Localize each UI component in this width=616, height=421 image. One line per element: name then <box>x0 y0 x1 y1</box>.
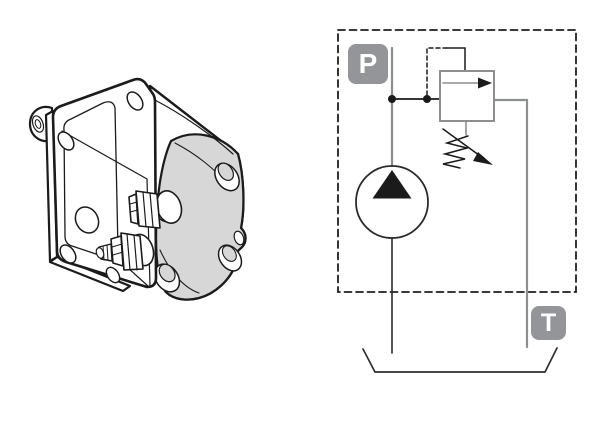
flange-hole-bottom-left <box>59 244 77 264</box>
pilot-line-dashed <box>426 47 447 96</box>
assembly-boundary <box>337 29 577 293</box>
pump-symbol-triangle <box>372 170 412 199</box>
cover-boss-bottom-right <box>217 244 243 272</box>
pilot-line-solid <box>445 47 466 72</box>
flange-side-bottom <box>48 255 132 293</box>
flange-hole-top <box>126 91 144 111</box>
body-top-contour <box>152 98 234 155</box>
port-t-badge: T <box>531 306 566 340</box>
junction-dot-main <box>388 95 396 103</box>
cover-boss-bottom-left <box>153 263 181 293</box>
port-plug-fitting <box>128 190 183 229</box>
spring-adjust-arrowhead <box>473 152 493 165</box>
cover-boss-top-right <box>214 162 240 192</box>
port-p-badge: P <box>348 44 388 84</box>
port-t-label: T <box>540 308 557 337</box>
tank-symbol <box>362 347 558 373</box>
spring-adjust-arrow-shaft <box>442 128 484 159</box>
junction-dot-pilot <box>423 95 431 103</box>
valve-outlet-line <box>492 98 529 349</box>
relief-valve-flow-arrowhead <box>478 77 492 89</box>
valve-spring <box>442 135 470 169</box>
hydraulic-schematic <box>337 29 577 373</box>
adjust-screw-fitting <box>95 232 155 271</box>
flange-hole-bottom-right <box>105 266 121 284</box>
port-p-label: P <box>358 48 378 79</box>
relief-valve-body <box>439 70 495 122</box>
flange-hole-left <box>57 131 75 151</box>
cover-notch-hole <box>233 230 245 246</box>
pump-illustration <box>28 77 247 301</box>
body-ridge-top <box>61 130 148 180</box>
shaft-end <box>31 115 45 133</box>
flange-port-oval <box>74 206 100 234</box>
